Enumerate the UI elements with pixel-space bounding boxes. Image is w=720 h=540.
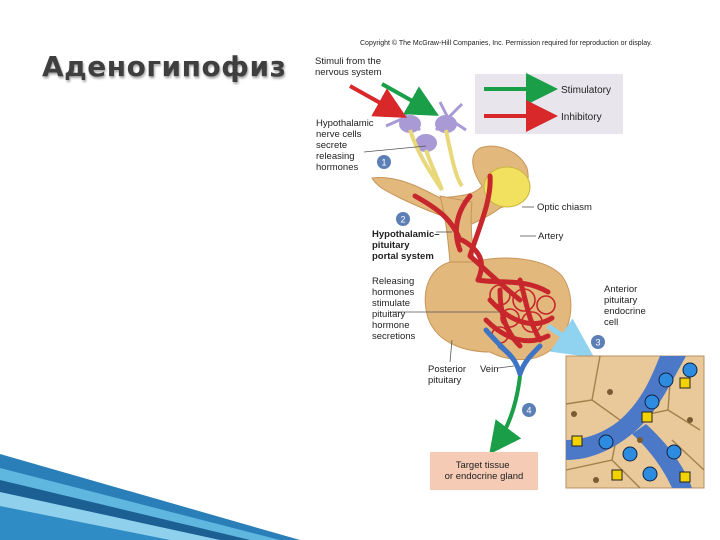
optic-chiasm — [483, 166, 531, 208]
posterior-label: Posterior pituitary — [428, 364, 469, 386]
hypothalamic-label: Hypothalamic nerve cells secrete releasi… — [316, 118, 376, 173]
leader-lines — [363, 145, 536, 369]
vein-label: Vein — [480, 364, 499, 375]
target-box — [430, 452, 538, 490]
corner-decoration — [0, 454, 300, 540]
svg-text:3: 3 — [595, 338, 600, 348]
portal-capillary-net — [489, 284, 556, 344]
legend: Stimulatory Inhibitory — [475, 73, 623, 134]
svg-text:2: 2 — [400, 215, 405, 225]
hypothalamic-neurons — [385, 101, 467, 192]
output-arrow — [489, 375, 522, 455]
endocrine-cell-inset — [565, 355, 705, 489]
copyright-text: Copyright © The McGraw-Hill Companies, I… — [360, 39, 652, 47]
artery-label: Artery — [538, 231, 564, 242]
step-3: 3 — [591, 335, 605, 349]
portal-label: Hypothalamic– pituitary portal system — [372, 229, 442, 262]
slide-title: Аденогипофиз — [42, 50, 287, 83]
legend-stimulatory: Stimulatory — [561, 85, 611, 96]
inhibitory-arrow — [349, 84, 407, 118]
svg-text:4: 4 — [526, 406, 531, 416]
target-label: Target tissue or endocrine gland — [445, 460, 524, 482]
step-4: 4 — [522, 403, 536, 417]
stimuli-label: Stimuli from the nervous system — [315, 56, 384, 78]
releasing-label: Releasing hormones stimulate pituitary h… — [372, 276, 417, 342]
vein-vessels — [483, 327, 543, 377]
svg-text:1: 1 — [381, 158, 386, 168]
stimulatory-arrow — [381, 82, 439, 116]
optic-chiasm-label: Optic chiasm — [537, 202, 592, 213]
zoom-arrow — [546, 318, 595, 358]
step-1: 1 — [377, 155, 391, 169]
anterior-label: Anterior pituitary endocrine cell — [604, 284, 648, 328]
legend-inhibitory: Inhibitory — [561, 112, 602, 123]
step-2: 2 — [396, 212, 410, 226]
